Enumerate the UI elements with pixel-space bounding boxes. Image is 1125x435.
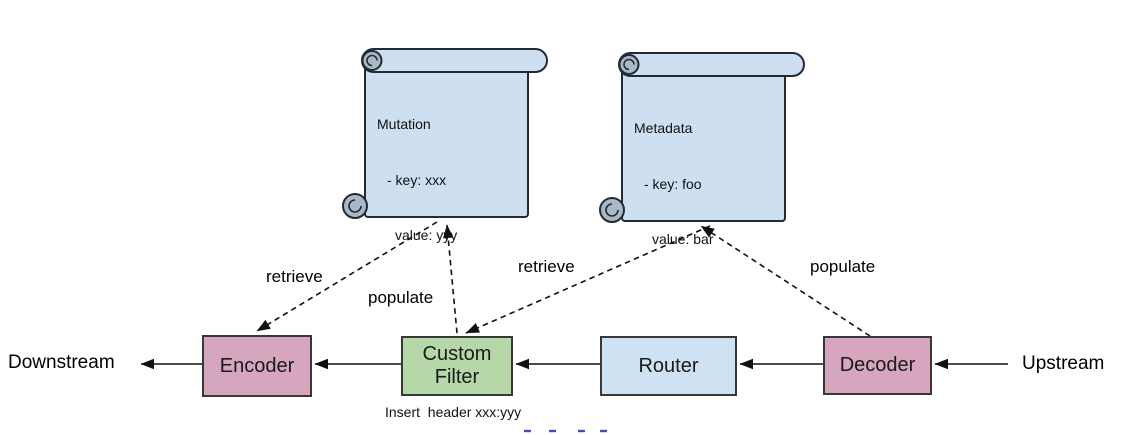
retrieve-left-edge-label: retrieve	[266, 267, 323, 286]
mutation-scroll-node[interactable]: Mutation - key: xxx value: yyy	[341, 46, 549, 243]
custom-filter-box[interactable]: Custom Filter	[401, 336, 513, 396]
encoder-label: Encoder	[219, 354, 295, 377]
router-box[interactable]: Router	[600, 336, 737, 396]
upstream-label: Upstream	[1022, 353, 1105, 374]
metadata-value-line: value: bar	[652, 231, 714, 247]
scroll-shape-icon	[342, 48, 548, 219]
custom-filter-label: Custom Filter	[422, 343, 492, 388]
insert-header-note: Insert header xxx:yyy	[385, 404, 522, 420]
router-label: Router	[638, 354, 699, 377]
decoder-box[interactable]: Decoder	[823, 336, 932, 395]
metadata-title: Metadata	[634, 120, 693, 136]
mutation-key-line: - key: xxx	[387, 171, 447, 188]
encoder-box[interactable]: Encoder	[202, 335, 312, 397]
decoder-label: Decoder	[839, 354, 916, 376]
downstream-label: Downstream	[8, 352, 115, 373]
populate-right-edge-label: populate	[810, 257, 876, 276]
scroll-shape-icon	[599, 52, 805, 223]
populate-left-edge-label: populate	[368, 288, 434, 307]
metadata-scroll-node[interactable]: Metadata - key: foo value: bar	[598, 50, 806, 247]
metadata-key-line: - key: foo	[644, 175, 702, 192]
mutation-value-line: value: yyy	[395, 227, 458, 243]
retrieve-right-edge-label: retrieve	[518, 257, 575, 276]
mutation-title: Mutation	[377, 116, 431, 132]
dashed-arrow-populate-decoder-to-metadata	[700, 225, 871, 337]
